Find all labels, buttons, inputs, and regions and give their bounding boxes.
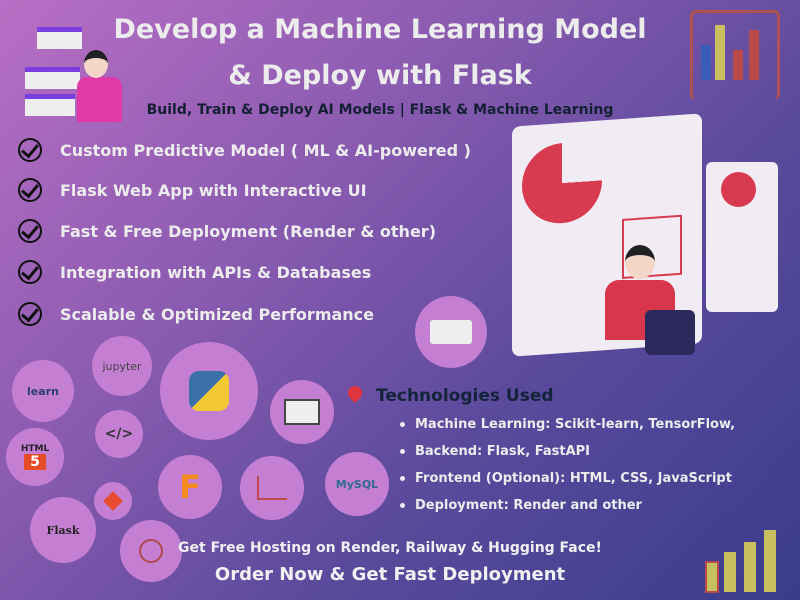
side-panel-illustration <box>706 162 778 312</box>
monitor-icon <box>270 380 334 444</box>
check-icon <box>18 178 42 202</box>
order-now-text: Order Now & Get Fast Deployment <box>214 564 566 585</box>
python-logo <box>160 342 258 440</box>
git-logo <box>94 482 132 520</box>
developer-illustration <box>22 22 142 122</box>
html5-logo: HTML 5 <box>6 428 64 486</box>
mysql-logo: MySQL <box>325 452 389 516</box>
feature-item: Custom Predictive Model ( ML & AI-powere… <box>18 138 471 162</box>
chair <box>645 310 695 355</box>
jupyter-logo: jupyter <box>92 336 152 396</box>
tech-item: Machine Learning: Scikit-learn, TensorFl… <box>400 417 735 432</box>
growth-chart-icon <box>700 500 780 593</box>
title-line-1: Develop a Machine Learning Model <box>113 14 647 45</box>
bar-chart-icon <box>690 10 780 100</box>
bullet <box>400 449 405 454</box>
chart-icon <box>240 456 304 520</box>
title-line-2: & Deploy with Flask <box>228 60 532 91</box>
technologies-heading: Technologies Used <box>376 386 554 406</box>
code-icon: </> <box>95 410 143 458</box>
tech-item: Frontend (Optional): HTML, CSS, JavaScri… <box>400 471 732 486</box>
sklearn-logo: learn <box>12 360 74 422</box>
check-icon <box>18 138 42 162</box>
search-analytics-icon <box>120 520 182 582</box>
hosting-text: Get Free Hosting on Render, Railway & Hu… <box>178 540 602 556</box>
bullet <box>400 422 405 427</box>
tensorflow-logo: F <box>158 455 222 519</box>
check-icon <box>18 260 42 284</box>
feature-item: Scalable & Optimized Performance <box>18 302 374 326</box>
check-icon <box>18 219 42 243</box>
subtitle: Build, Train & Deploy AI Models | Flask … <box>146 102 614 118</box>
pin-icon <box>345 383 365 403</box>
bullet <box>400 476 405 481</box>
pie-chart-icon <box>522 140 602 226</box>
feature-item: Fast & Free Deployment (Render & other) <box>18 219 436 243</box>
feature-item: Flask Web App with Interactive UI <box>18 178 367 202</box>
tech-item: Deployment: Render and other <box>400 498 642 513</box>
bullet <box>400 503 405 508</box>
flask-logo: Flask <box>30 497 96 563</box>
check-icon <box>18 302 42 326</box>
feature-item: Integration with APIs & Databases <box>18 260 371 284</box>
dashboard-icon <box>415 296 487 368</box>
tech-item: Backend: Flask, FastAPI <box>400 444 590 459</box>
